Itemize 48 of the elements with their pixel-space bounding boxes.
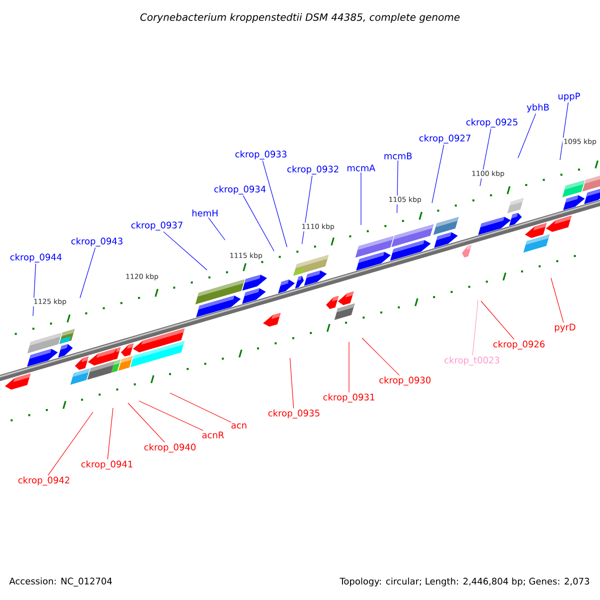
gene-label: mcmA <box>348 164 376 172</box>
leader-line <box>262 160 288 248</box>
leader-line <box>550 278 564 323</box>
gene-label: ckrop_0932 <box>287 166 338 174</box>
gene-label: hemH <box>192 210 218 216</box>
leader-line <box>138 400 204 431</box>
leader-line <box>128 402 165 443</box>
gene-label: acnR <box>202 432 224 438</box>
leader-line <box>302 175 312 244</box>
footer-text: Topology: circular; Length: 2,446,804 bp; Genes: 2,073 <box>340 578 590 586</box>
gene-label: ckrop_0925 <box>466 118 518 128</box>
gene-label: ckrop_0933 <box>235 150 286 160</box>
leader-line <box>480 300 514 340</box>
gene-label: ckrop_0931 <box>323 394 374 402</box>
leader-line <box>560 102 569 160</box>
gene-label: ckrop_0940 <box>144 444 196 452</box>
leader-line <box>432 144 444 204</box>
gene-label: ckrop_0935 <box>268 410 320 418</box>
leader-line <box>208 217 226 240</box>
leader-line <box>242 195 274 252</box>
leader-line <box>290 358 294 409</box>
leader-line <box>107 408 114 460</box>
gene-label: pyrD <box>554 324 576 332</box>
gene-label: ckrop_0941 <box>81 460 132 470</box>
gene-label: mcmB <box>384 152 412 160</box>
footer-text: Accession: NC_012704 <box>9 578 112 586</box>
gene-label: ckrop_0942 <box>18 476 70 486</box>
gene-label: uppP <box>558 92 580 102</box>
leader-line <box>518 113 536 158</box>
leader-line <box>80 247 96 298</box>
gene-label: acn <box>231 423 246 429</box>
gene-label: ckrop_0930 <box>379 376 431 386</box>
gene-label: ckrop_0927 <box>419 134 470 144</box>
leader-line <box>360 172 362 226</box>
gene-label: ckrop_0937 <box>131 222 182 230</box>
leader-line <box>163 231 208 270</box>
leader-line <box>362 338 400 376</box>
title: Corynebacterium kroppenstedtii DSM 44385, complete genome <box>140 13 460 23</box>
leader-line <box>472 300 478 356</box>
gene-label: ckrop_0943 <box>71 238 122 246</box>
leader-line <box>170 392 232 423</box>
leader-line <box>48 412 94 476</box>
gene-label: ybhB <box>526 104 549 112</box>
gene-label: ckrop_0944 <box>10 254 62 262</box>
leader-line <box>348 342 350 393</box>
gene-label: ckrop_0926 <box>493 340 545 350</box>
gene-label: ckrop_t0023 <box>444 356 500 366</box>
gene-label: ckrop_0934 <box>214 186 266 194</box>
